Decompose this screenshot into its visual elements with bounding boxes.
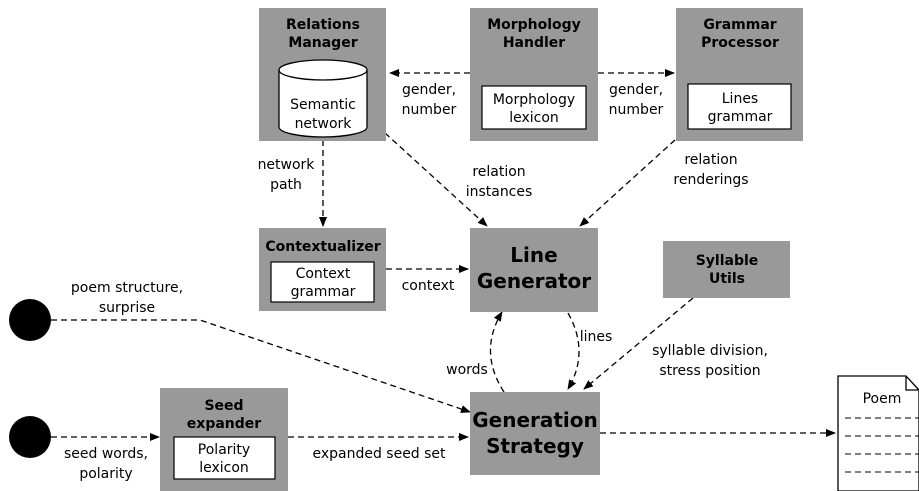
gender-number-label-right: gender,number: [609, 82, 664, 118]
edge-words: [489, 311, 505, 393]
context-label: context: [402, 278, 455, 294]
edge-lines: [567, 312, 580, 390]
edge-syllable-to-strategy: [583, 297, 694, 390]
context-grammar-box: [270, 261, 375, 303]
morphology-lexicon-box: [481, 85, 587, 130]
start-node-poem-structure: [9, 299, 51, 341]
database-icon: [278, 59, 368, 138]
contextualizer-title: Contextualizer: [265, 239, 380, 255]
poem-document: Poem: [837, 375, 919, 491]
edge-grammar-to-linegen: [579, 139, 676, 227]
seed-words-label: seed words,polarity: [64, 446, 148, 482]
gender-number-label-left: gender,number: [402, 82, 457, 118]
lines-label: lines: [580, 329, 613, 345]
expanded-seed-set-label: expanded seed set: [312, 446, 446, 462]
poem-title: Poem: [863, 391, 902, 407]
edges: [51, 69, 836, 441]
document-icon: [837, 375, 919, 491]
start-node-seed-words: [9, 416, 51, 458]
polarity-lexicon-box: [173, 436, 276, 480]
syllable-division-label: syllable division,stress position: [652, 343, 768, 379]
poem-structure-label: poem structure,surprise: [71, 280, 183, 316]
lines-grammar-box: [687, 83, 792, 130]
edge-relations-to-linegen: [384, 132, 488, 227]
words-label: words: [446, 362, 488, 378]
